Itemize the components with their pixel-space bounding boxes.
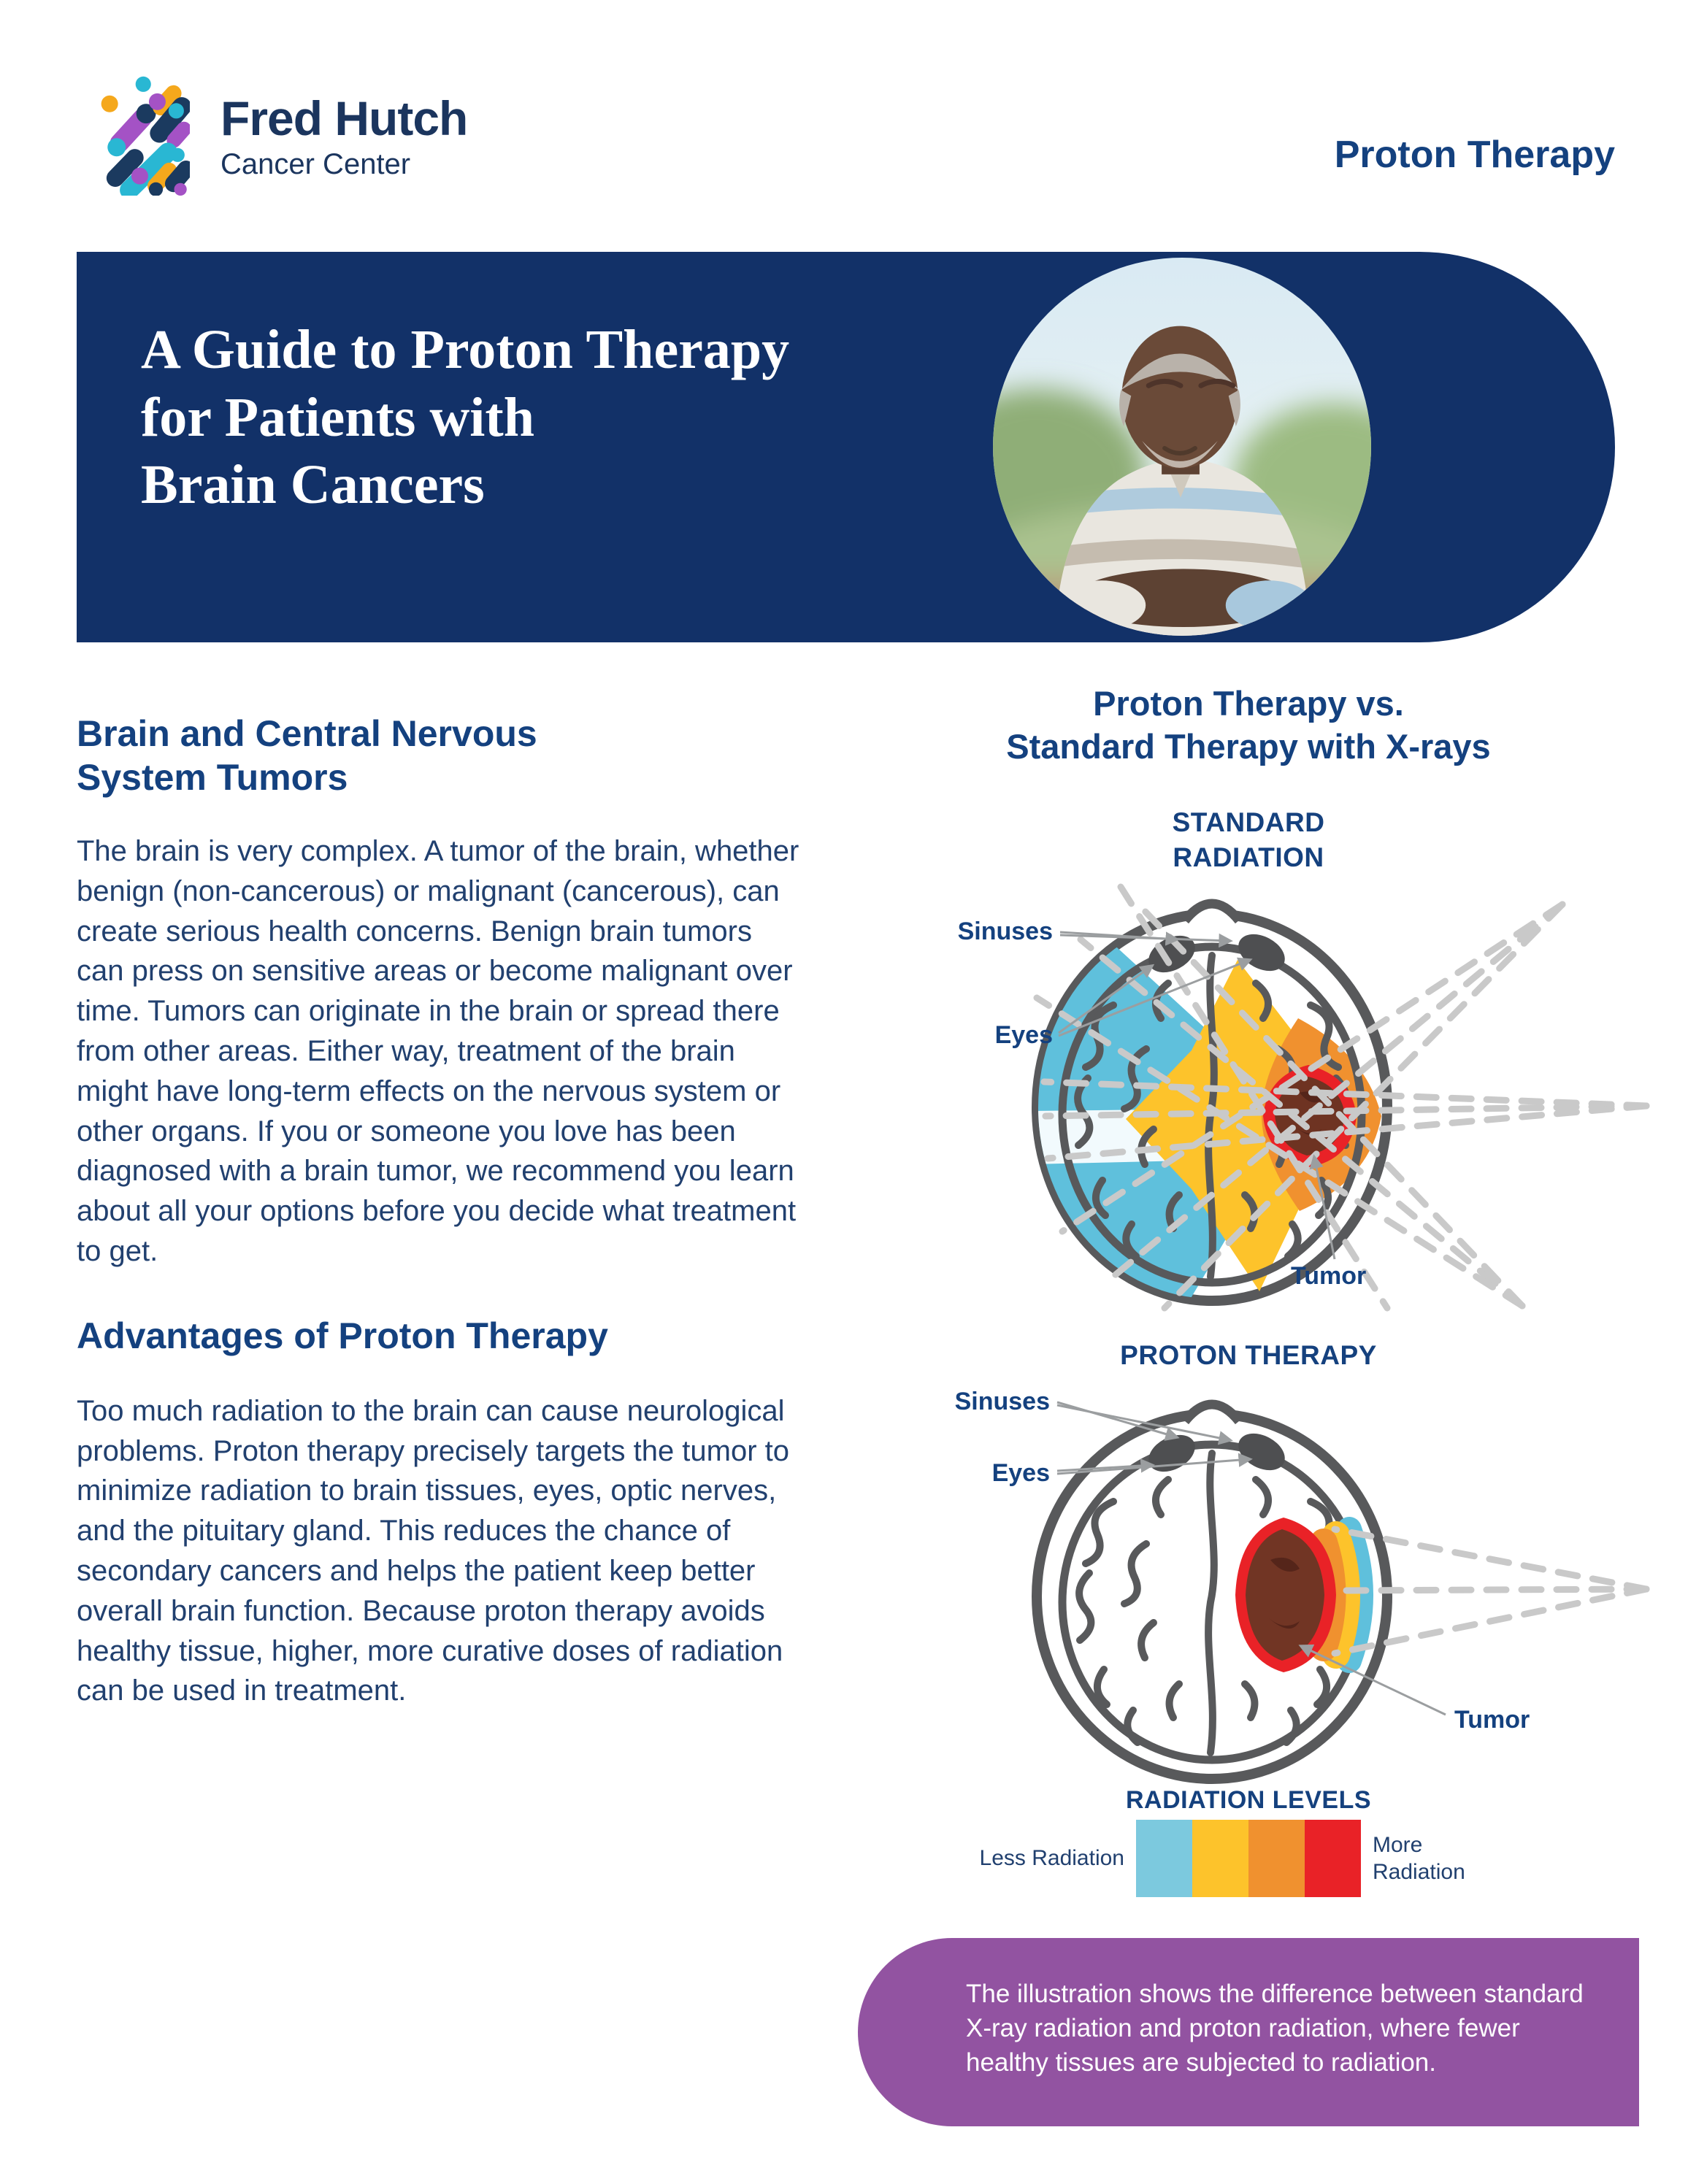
legend-less-label: Less Radiation: [979, 1846, 1124, 1871]
diagram2-tumor-label: Tumor: [1454, 1706, 1530, 1734]
standard-radiation-diagram: Sinuses Eyes Tumor: [958, 883, 1650, 1312]
diagram2-sinuses-label: Sinuses: [955, 1388, 1050, 1415]
comparison-heading: Proton Therapy vs. Standard Therapy with…: [1006, 684, 1491, 766]
title-banner: A Guide to Proton Therapy for Patients w…: [77, 252, 1615, 642]
section-body-brain-tumors: The brain is very complex. A tumor of th…: [77, 835, 799, 1267]
legend-swatch-red: [1305, 1820, 1361, 1897]
radiation-levels-legend: Less Radiation More Radiation: [847, 1820, 1650, 1897]
section-body-advantages: Too much radiation to the brain can caus…: [77, 1394, 790, 1707]
diagram2-eyes-label: Eyes: [992, 1459, 1050, 1487]
section-heading-advantages: Advantages of Proton Therapy: [77, 1315, 608, 1356]
legend-swatch-yellow: [1192, 1820, 1248, 1897]
legend-color-bar: [1136, 1820, 1361, 1897]
proton-therapy-diagram: Sinuses Eyes Tumor: [955, 1388, 1650, 1784]
diagram1-sinuses-label: Sinuses: [958, 918, 1053, 945]
diagram2-title: PROTON THERAPY: [1120, 1340, 1377, 1370]
legend-swatch-blue: [1136, 1820, 1192, 1897]
section-heading-brain-tumors: Brain and Central Nervous System Tumors: [77, 713, 537, 798]
diagram1-title: STANDARD RADIATION: [1172, 807, 1325, 873]
logo-wordmark: Fred Hutch Cancer Center: [220, 91, 468, 181]
body-copy-column: Brain and Central Nervous System Tumors …: [77, 712, 807, 1711]
logo-title: Fred Hutch: [220, 91, 468, 145]
legend-swatch-orange: [1248, 1820, 1305, 1897]
legend-more-label: More Radiation: [1373, 1832, 1465, 1885]
illustration-caption-box: The illustration shows the difference be…: [858, 1938, 1639, 2126]
radiation-levels-title: RADIATION LEVELS: [1125, 1786, 1372, 1814]
illustration-caption: The illustration shows the difference be…: [966, 1980, 1584, 2077]
fred-hutch-logo-icon: [101, 76, 190, 196]
diagram1-tumor-label: Tumor: [1291, 1262, 1366, 1290]
patient-photo: [993, 258, 1371, 636]
diagram1-eyes-label: Eyes: [995, 1021, 1053, 1049]
page-label: Proton Therapy: [1334, 134, 1615, 176]
logo-subtitle: Cancer Center: [220, 148, 411, 181]
page-title: A Guide to Proton Therapy for Patients w…: [141, 319, 790, 516]
